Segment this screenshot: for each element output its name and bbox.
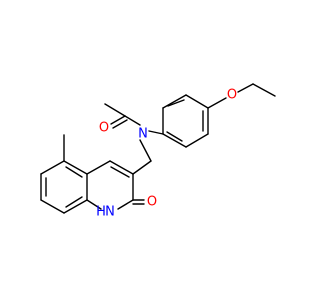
bond-benzo-2 <box>40 160 65 175</box>
bond-quin-c8a-n <box>86 199 102 210</box>
bond-quin-c4-c4a <box>86 160 111 175</box>
bond-quin-n-c2 <box>117 199 134 210</box>
bond-carbonyl-double-1 <box>110 115 126 125</box>
lactam-n-label: N <box>105 205 115 220</box>
bond-phenyl-6 <box>185 94 209 109</box>
bond-benzo-5 <box>63 199 88 214</box>
atom-label-layer: O O N O H N <box>96 88 237 220</box>
bond-quin-c3-c4 <box>109 160 134 175</box>
amide-nitrogen-label: N <box>138 127 148 142</box>
bond-phenyl-3 <box>162 133 187 148</box>
ether-oxygen-label: O <box>227 88 237 103</box>
bond-benzo-inner-c <box>65 196 83 208</box>
bond-carbonyl-double-2 <box>112 119 128 129</box>
bond-o-aryl <box>207 97 227 109</box>
bond-n-carbonyl-c <box>124 115 141 126</box>
bond-benzo-4 <box>40 199 65 214</box>
bond-phenyl-inner-b <box>166 131 183 142</box>
bond-ch2-quinolinone <box>132 160 152 175</box>
lactam-h-label: H <box>96 205 106 220</box>
bond-layer <box>40 83 276 214</box>
molecule-structure: O O N O H N <box>40 83 276 220</box>
bond-phenyl-inner-c <box>167 99 185 107</box>
bond-n-ch2 <box>139 139 152 162</box>
acetyl-oxygen-label: O <box>99 121 109 136</box>
bond-phenyl-n <box>148 130 164 135</box>
bond-benzo-inner-a <box>65 166 83 178</box>
lactam-oxygen-label: O <box>147 195 157 210</box>
bond-ethyl-ch3-ch2 <box>252 83 276 97</box>
bond-quin-c3-c4-inner <box>110 166 130 178</box>
bond-phenyl-2 <box>185 133 209 148</box>
bond-carbonyl-c-ch3 <box>104 103 126 117</box>
bond-phenyl-5 <box>162 94 187 109</box>
bond-ethyl-ch2-o <box>237 83 254 93</box>
bond-benzo-1 <box>63 160 88 175</box>
